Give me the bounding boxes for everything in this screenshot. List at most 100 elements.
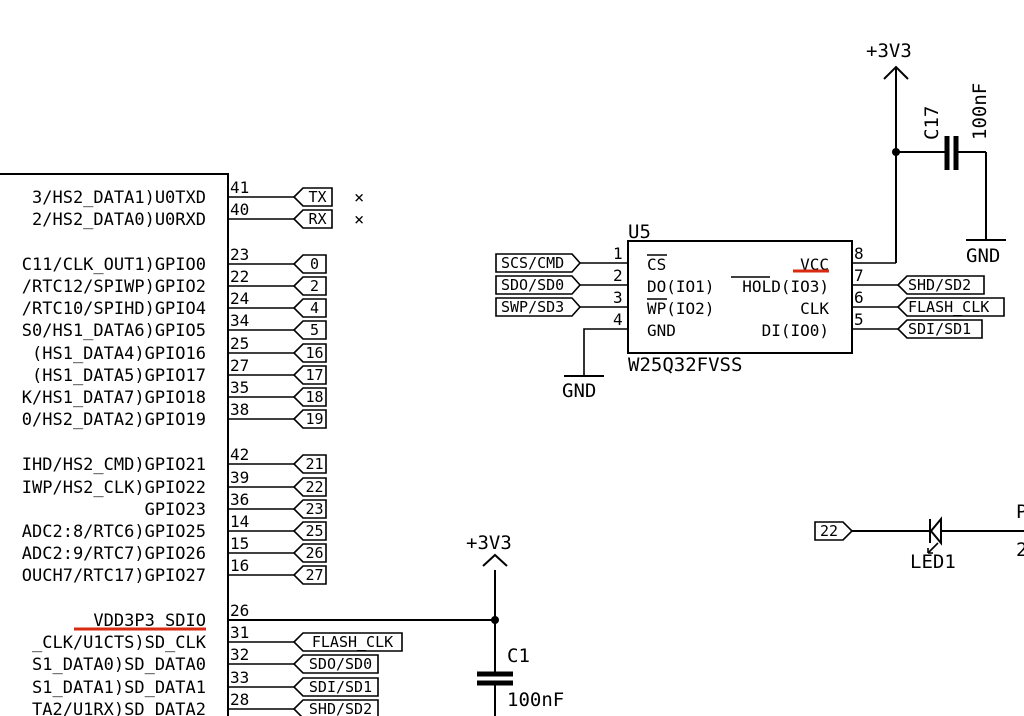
- esp32-pin-number: 38: [230, 400, 249, 419]
- c17-ref: C17: [921, 106, 943, 140]
- c1-supply-label: +3V3: [466, 532, 512, 554]
- esp32-pin-label: (HS1_DATA4)GPIO16: [32, 344, 206, 364]
- esp32-net-flag: [292, 320, 327, 340]
- esp32-pin-label: ADC2:9/RTC7)GPIO26: [22, 544, 206, 564]
- esp32-net-flag: [292, 677, 379, 697]
- esp32-net-flag: [292, 477, 327, 497]
- esp32-pin-label: S1_DATA1)SD_DATA1: [32, 678, 206, 698]
- esp32-pin-label: OUCH7/RTC17)GPIO27: [22, 566, 206, 586]
- net-flag-swp-sd3: [495, 297, 582, 317]
- net-flag-22-led: [814, 521, 854, 541]
- esp32-pin-label: /RTC12/SPIWP)GPIO2: [22, 277, 206, 297]
- esp32-symbol: [0, 173, 229, 716]
- esp32-net-flag: [292, 409, 327, 429]
- u5-pin-vcc: VCC: [800, 255, 829, 274]
- c17-supply-label: +3V3: [866, 40, 912, 62]
- esp32-net-flag: [292, 209, 333, 229]
- esp32-pin-number: 25: [230, 334, 249, 353]
- u5-body: [627, 240, 853, 354]
- c1-value: 100nF: [507, 689, 564, 711]
- esp32-pin-number: 41: [230, 178, 249, 197]
- net-flag-scs-cmd-label: SCS/CMD: [501, 254, 564, 272]
- u5-pin-do: DO(IO1): [647, 277, 714, 296]
- esp32-net-flag-label: FLASH_CLK: [312, 633, 393, 651]
- c1-junction: [491, 616, 499, 624]
- esp32-pin-number: 14: [230, 512, 249, 531]
- esp32-pin-label: K/HS1_DATA7)GPIO18: [22, 388, 206, 408]
- esp32-pin-label: S1_DATA0)SD_DATA0: [32, 655, 206, 675]
- esp32-pin-number: 28: [230, 690, 249, 709]
- esp32-net-flag: [292, 654, 379, 674]
- esp32-net-flag-label: 21: [305, 455, 323, 473]
- esp32-net-flag-label: 19: [305, 410, 323, 428]
- esp32-pin-label: TA2/U1RX)SD_DATA2: [32, 700, 206, 716]
- net-flag-flash-clk-u5: [896, 297, 1005, 317]
- esp32-net-flag-label: SDO/SD0: [309, 655, 372, 673]
- u5-right-net-flags: SHD/SD2 FLASH_CLK SDI/SD1: [896, 275, 1005, 339]
- esp32-pin-label: ADC2:8/RTC6)GPIO25: [22, 522, 206, 542]
- u5-pin3-num: 3: [613, 288, 623, 307]
- u5-gnd-label: GND: [562, 380, 596, 402]
- esp32-net-flag-label: 27: [305, 566, 323, 584]
- esp32-pin-number: 31: [230, 623, 249, 642]
- esp32-net-flag: [292, 387, 327, 407]
- capacitor-c17: +3V3 GND C17 100nF: [866, 40, 1006, 267]
- esp32-net-flag-label: 17: [305, 366, 323, 384]
- c1-supply-arrow: [482, 553, 508, 567]
- esp32-pin-label: S0/HS1_DATA6)GPIO5: [22, 321, 206, 341]
- u5-pin8-num: 8: [854, 244, 864, 263]
- esp32-pin-number: 24: [230, 289, 249, 308]
- esp32-net-flag: [292, 276, 327, 296]
- esp32-net-flag: [292, 254, 327, 274]
- esp32-net-flag: [292, 499, 327, 519]
- esp32-net-flag-label: 5: [310, 321, 319, 339]
- u5-left-net-flags: SCS/CMD SDO/SD0 SWP/SD3: [495, 253, 582, 317]
- u5-pin-gnd: GND: [647, 321, 676, 340]
- esp32-pin-number: 23: [230, 245, 249, 264]
- esp32-net-flag-label: TX: [308, 188, 326, 206]
- esp32-net-flag-label: RX: [308, 210, 326, 228]
- esp32-net-flag-label: 23: [305, 500, 323, 518]
- net-flag-flash-clk-u5-label: FLASH_CLK: [908, 298, 989, 316]
- esp32-net-flag-label: SHD/SD2: [309, 700, 372, 716]
- led1-partial-text-1: P: [1016, 501, 1024, 523]
- esp32-pin-number: 15: [230, 534, 249, 553]
- net-flag-sdi-sd1-u5: [896, 319, 983, 339]
- net-flag-22-led-label: 22: [820, 522, 838, 540]
- u5-pin1-num: 1: [613, 244, 623, 263]
- esp32-pin-number: 39: [230, 468, 249, 487]
- esp32-net-flag: [292, 632, 403, 652]
- capacitor-c1: +3V3 C1 100nF: [466, 532, 564, 716]
- esp32-net-flag: [292, 187, 333, 207]
- esp32-net-flag-label: 0: [310, 255, 319, 273]
- esp32-pin-label: IWP/HS2_CLK)GPIO22: [22, 478, 206, 498]
- led1-ref: LED1: [910, 551, 956, 573]
- esp32-pin-number: 34: [230, 311, 249, 330]
- esp32-pin-label: C11/CLK_OUT1)GPIO0: [22, 255, 206, 275]
- led1: 22 LED1 P 2: [814, 501, 1024, 573]
- no-connect-mark: ×: [354, 210, 364, 230]
- esp32-pin-label: /RTC10/SPIHD)GPIO4: [22, 299, 206, 319]
- esp32-net-flag: [292, 298, 327, 318]
- u5-pin4-wire: [583, 328, 628, 376]
- esp32-net-flag: [292, 543, 327, 563]
- esp32-pin-number: 36: [230, 490, 249, 509]
- led1-emission-arrow: [927, 542, 939, 554]
- u5-pin7-num: 7: [854, 266, 864, 285]
- net-flag-shd-sd2-u5-label: SHD/SD2: [908, 276, 971, 294]
- esp32-net-flag-label: 18: [305, 388, 323, 406]
- u5-pin4-num: 4: [613, 310, 623, 329]
- u5-pin-di: DI(IO0): [762, 321, 829, 340]
- esp32-net-flag-label: 26: [305, 544, 323, 562]
- net-flag-swp-sd3-label: SWP/SD3: [501, 298, 564, 316]
- u5-pin5-num: 5: [854, 310, 864, 329]
- u5-pin-hold: HOLD(IO3): [742, 277, 829, 296]
- esp32-pin-label: GPIO23: [145, 500, 206, 520]
- net-flag-scs-cmd: [495, 253, 582, 273]
- c17-value: 100nF: [969, 83, 991, 140]
- u5-ref: U5: [628, 221, 651, 243]
- esp32-pin-number: 27: [230, 356, 249, 375]
- led1-partial-text-2: 2: [1016, 539, 1024, 561]
